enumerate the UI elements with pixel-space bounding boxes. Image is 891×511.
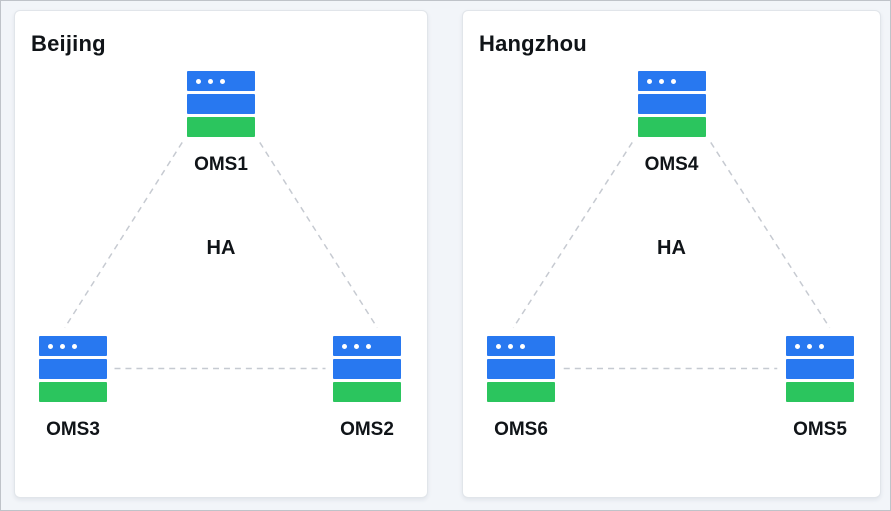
server-row-middle (637, 94, 706, 114)
server-led-dot (496, 343, 501, 349)
ha-label: HA (657, 237, 686, 259)
node-label: OMS3 (46, 419, 100, 440)
connection-line-top-to-bottom-right (710, 142, 831, 329)
server-icon (333, 336, 401, 402)
server-row-middle (487, 359, 555, 379)
node-oms3: OMS3 (39, 336, 107, 442)
node-oms6: OMS6 (487, 336, 555, 442)
region-title: Hangzhou (479, 31, 587, 56)
server-led-dot (670, 78, 676, 84)
server-led-dot (819, 343, 824, 349)
server-row-middle (786, 359, 854, 379)
server-led-dot (60, 343, 65, 349)
server-led-dot (646, 78, 652, 84)
server-led-dot (658, 78, 664, 84)
server-row-middle (39, 359, 107, 379)
server-row-top (187, 71, 255, 91)
connection-lines (512, 142, 831, 370)
connection-line-top-to-bottom-left (512, 142, 633, 329)
server-row-top (487, 336, 555, 356)
node-oms4: OMS4 (637, 71, 706, 177)
server-led-dot (366, 343, 371, 349)
server-row-bottom (637, 117, 706, 137)
server-led-dot (520, 343, 525, 349)
server-led-dot (342, 343, 347, 349)
server-row-top (39, 336, 107, 356)
region-panel-beijing: Beijing OMS1 HA OMS3 (14, 10, 428, 498)
node-oms2: OMS2 (333, 336, 401, 442)
server-led-dot (354, 343, 359, 349)
node-label: OMS5 (793, 419, 847, 440)
server-led-dot (807, 343, 812, 349)
server-led-dot (208, 78, 213, 84)
server-icon (39, 336, 107, 402)
connection-line-top-to-bottom-right (259, 142, 378, 329)
server-row-bottom (39, 382, 107, 402)
server-row-middle (187, 94, 255, 114)
region-panel-hangzhou: Hangzhou OMS4 HA OMS6 (462, 10, 881, 498)
server-led-dot (48, 343, 53, 349)
server-led-dot (220, 78, 225, 84)
server-led-dot (196, 78, 201, 84)
node-label: OMS4 (644, 154, 699, 175)
server-led-dot (508, 343, 513, 349)
server-led-dot (795, 343, 800, 349)
server-led-dot (72, 343, 77, 349)
server-row-top (333, 336, 401, 356)
connection-lines (64, 142, 378, 370)
server-icon (637, 71, 706, 137)
node-oms1: OMS1 (187, 71, 255, 177)
server-row-bottom (786, 382, 854, 402)
node-label: OMS1 (194, 154, 248, 175)
server-row-bottom (187, 117, 255, 137)
server-icon (187, 71, 255, 137)
server-row-top (637, 71, 706, 91)
node-label: OMS2 (340, 419, 394, 440)
server-row-bottom (333, 382, 401, 402)
server-row-middle (333, 359, 401, 379)
node-label: OMS6 (494, 419, 548, 440)
server-row-bottom (487, 382, 555, 402)
connection-line-top-to-bottom-left (64, 142, 183, 329)
server-icon (786, 336, 854, 402)
server-icon (487, 336, 555, 402)
server-row-top (786, 336, 854, 356)
ha-label: HA (206, 237, 236, 259)
node-oms5: OMS5 (786, 336, 854, 442)
region-title: Beijing (31, 31, 106, 56)
